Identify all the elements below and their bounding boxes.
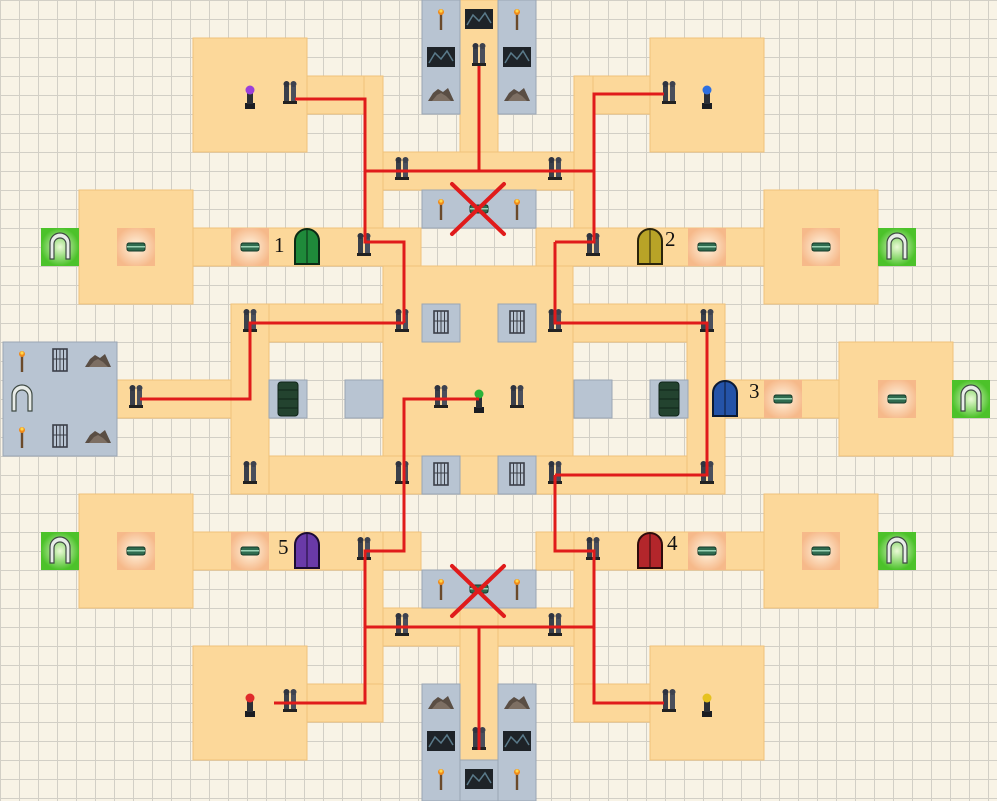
rock-icon: [464, 8, 494, 30]
chest-icon: [688, 228, 726, 266]
door-2[interactable]: [637, 228, 663, 265]
exit-east-middle[interactable]: [952, 380, 990, 418]
blocked-marker-bottom: [450, 564, 506, 618]
shutter-icon: [658, 381, 680, 417]
chest-icon: [688, 532, 726, 570]
rock-icon: [464, 768, 494, 790]
chest-items[interactable]: [117, 204, 916, 594]
exit-east-bottom[interactable]: [878, 532, 916, 570]
chest-icon: [117, 228, 155, 266]
rock-icon: [426, 730, 456, 752]
door-1[interactable]: [294, 228, 320, 265]
chest-icon: [231, 228, 269, 266]
exit-west-bottom[interactable]: [41, 532, 79, 570]
door-3[interactable]: [712, 380, 738, 417]
door-5[interactable]: [294, 532, 320, 569]
rock-icon: [426, 46, 456, 68]
shutters[interactable]: [268, 379, 689, 419]
route-lines: [140, 66, 709, 750]
door-4[interactable]: [637, 532, 663, 569]
blocked-marker-top: [450, 182, 506, 236]
exit-west-top[interactable]: [41, 228, 79, 266]
rock-icon: [502, 46, 532, 68]
chest-icon: [231, 532, 269, 570]
door-label-4: 4: [667, 531, 678, 555]
chest-icon: [878, 380, 916, 418]
rock-icon: [502, 730, 532, 752]
chest-icon: [117, 532, 155, 570]
chest-icon: [764, 380, 802, 418]
door-label-3: 3: [749, 379, 760, 403]
door-label-2: 2: [665, 227, 676, 251]
door-label-1: 1: [274, 233, 285, 257]
exit-east-top[interactable]: [878, 228, 916, 266]
chest-icon: [802, 228, 840, 266]
door-label-5: 5: [278, 535, 289, 559]
shutter-icon: [277, 381, 299, 417]
chest-icon: [802, 532, 840, 570]
